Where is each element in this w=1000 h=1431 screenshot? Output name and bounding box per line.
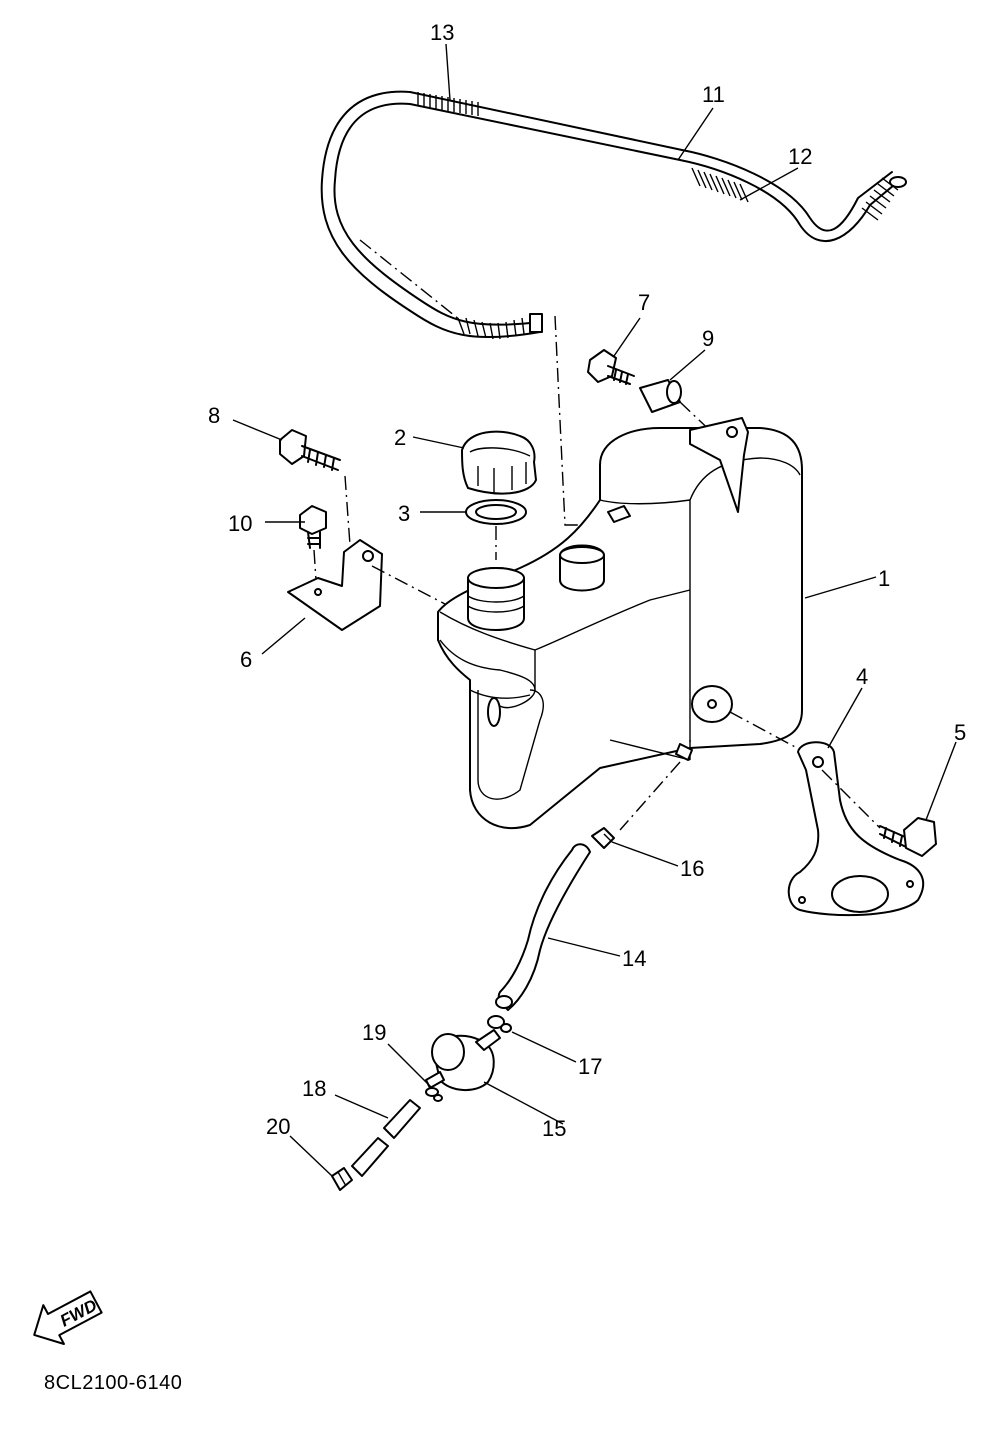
bolt-5 bbox=[879, 817, 937, 857]
collar-9 bbox=[639, 379, 682, 413]
seal-3 bbox=[465, 499, 527, 525]
joint-20 bbox=[331, 1167, 353, 1191]
leader-lines bbox=[232, 43, 957, 1177]
callout-12: 12 bbox=[788, 144, 812, 169]
callout-15: 15 bbox=[542, 1116, 566, 1141]
callout-14: 14 bbox=[622, 946, 646, 971]
part-code: 8CL2100-6140 bbox=[44, 1372, 183, 1394]
callouts: 1 2 3 4 5 6 7 8 9 10 11 12 13 14 15 16 1… bbox=[208, 20, 966, 1141]
callout-13: 13 bbox=[430, 20, 454, 45]
callout-6: 6 bbox=[240, 647, 252, 672]
callout-5: 5 bbox=[954, 720, 966, 745]
corrugated-section-end bbox=[861, 176, 907, 221]
corrugated-section-12 bbox=[691, 167, 749, 203]
hose-18 bbox=[351, 1099, 421, 1177]
callout-9: 9 bbox=[702, 326, 714, 351]
corrugated-section-13 bbox=[417, 92, 479, 116]
callout-11: 11 bbox=[702, 82, 725, 107]
oil-tank-1 bbox=[437, 417, 803, 830]
corrugated-section-lower bbox=[457, 313, 543, 340]
callout-3: 3 bbox=[398, 501, 410, 526]
clip-19 bbox=[425, 1087, 443, 1102]
callout-20: 20 bbox=[266, 1114, 290, 1139]
hose-14 bbox=[495, 843, 591, 1011]
breather-hose bbox=[320, 90, 907, 526]
callout-19: 19 bbox=[362, 1020, 386, 1045]
bolt-7 bbox=[587, 349, 635, 385]
bolt-10 bbox=[299, 505, 327, 549]
callout-17: 17 bbox=[578, 1054, 602, 1079]
fwd-arrow: FWD bbox=[33, 1290, 103, 1345]
clip-17 bbox=[487, 1015, 512, 1033]
callout-1: 1 bbox=[878, 566, 890, 591]
bolt-8 bbox=[279, 429, 341, 471]
callout-10: 10 bbox=[228, 511, 252, 536]
callout-18: 18 bbox=[302, 1076, 326, 1101]
callout-2: 2 bbox=[394, 425, 406, 450]
callout-7: 7 bbox=[638, 290, 650, 315]
callout-8: 8 bbox=[208, 403, 220, 428]
stay-4 bbox=[787, 741, 925, 917]
filter-15 bbox=[425, 1029, 501, 1091]
filler-cap-2 bbox=[461, 430, 537, 495]
callout-16: 16 bbox=[680, 856, 704, 881]
clip-16 bbox=[591, 827, 615, 849]
callout-4: 4 bbox=[856, 664, 868, 689]
bracket-6 bbox=[287, 539, 383, 631]
